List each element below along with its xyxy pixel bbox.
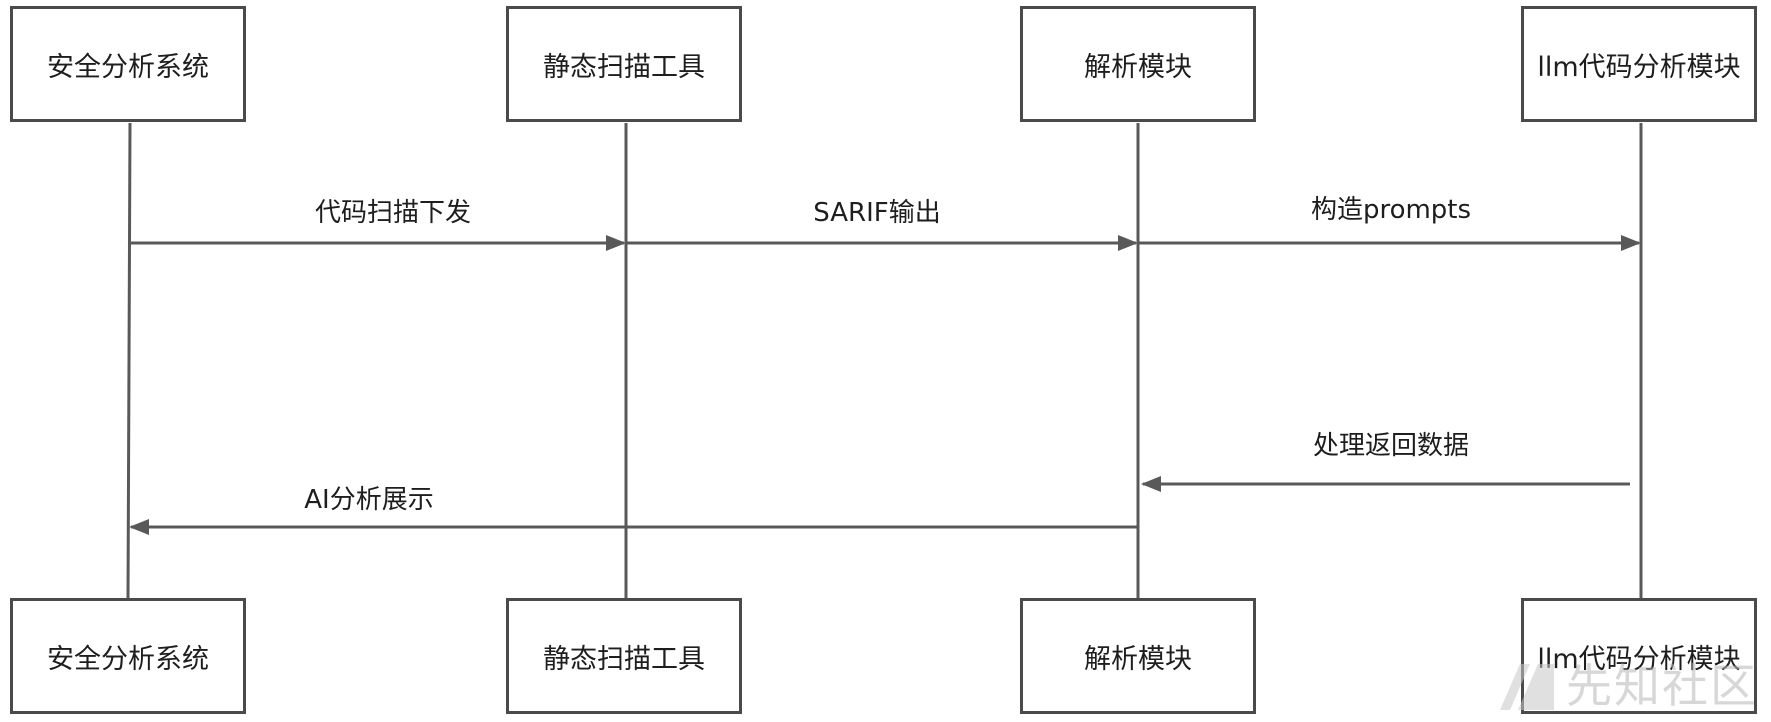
actor-label: llm代码分析模块 (1537, 643, 1741, 675)
message-label-scan-dispatch: 代码扫描下发 (314, 198, 472, 228)
actor-label: 静态扫描工具 (543, 51, 705, 83)
actor-label: 解析模块 (1084, 51, 1192, 83)
actor-label: 静态扫描工具 (543, 643, 705, 675)
actor-top-static-scanner: 静态扫描工具 (506, 6, 742, 122)
actor-top-parser-module: 解析模块 (1020, 6, 1256, 122)
actor-top-llm-module: llm代码分析模块 (1521, 6, 1757, 122)
watermark: 先知社区 (1496, 660, 1758, 712)
lifeline-security-system (126, 122, 132, 599)
actor-bottom-llm-module: llm代码分析模块 (1521, 598, 1757, 714)
message-label-build-prompts: 构造prompts (1310, 195, 1472, 225)
actor-label: 解析模块 (1084, 643, 1192, 675)
actor-bottom-security-system: 安全分析系统 (10, 598, 246, 714)
actor-label: 安全分析系统 (47, 643, 209, 675)
actor-top-security-system: 安全分析系统 (10, 6, 246, 122)
message-label-ai-analysis-display: AI分析展示 (304, 485, 434, 515)
actor-bottom-static-scanner: 静态扫描工具 (506, 598, 742, 714)
message-label-sarif-output: SARIF输出 (813, 198, 941, 228)
actor-label: 安全分析系统 (47, 51, 209, 83)
watermark-logo-icon (1500, 664, 1554, 710)
actor-bottom-parser-module: 解析模块 (1020, 598, 1256, 714)
message-label-process-response: 处理返回数据 (1312, 431, 1470, 461)
watermark-text: 先知社区 (1566, 659, 1758, 713)
actor-label: llm代码分析模块 (1537, 51, 1741, 83)
